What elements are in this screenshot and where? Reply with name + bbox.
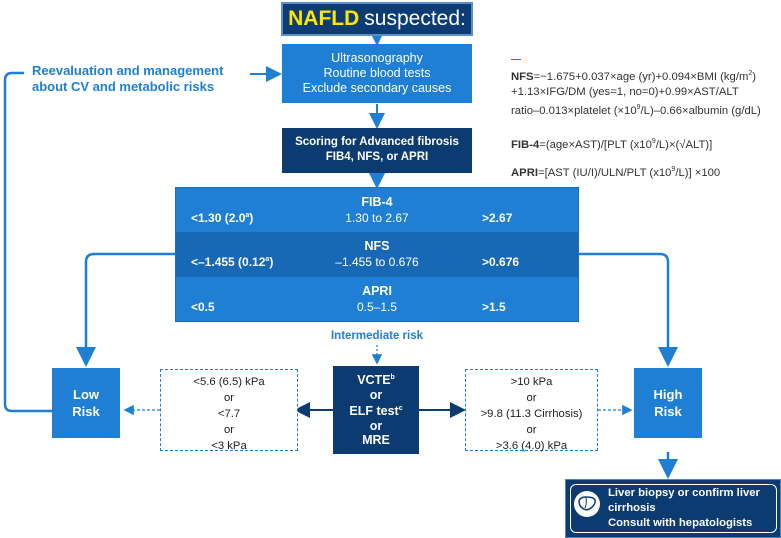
secondary-tests-box: VCTEb or ELF testc or MRE xyxy=(333,366,419,454)
diagnosis-box: Liver biopsy or confirm liver cirrhosis … xyxy=(565,479,781,538)
high-threshold-or: or xyxy=(526,424,537,436)
reevaluation-text: Reevaluation and management about CV and… xyxy=(32,63,262,95)
high-threshold-or: or xyxy=(526,392,537,404)
tests-or: or xyxy=(369,418,383,433)
diagnosis-line1: Liver biopsy or confirm liver xyxy=(608,487,760,499)
score-low: <–1.455 (0.12a) xyxy=(191,255,274,269)
high-threshold: >3.6 (4.0) kPa xyxy=(495,440,568,452)
initial-workup-box: Ultrasonography Routine blood tests Excl… xyxy=(282,44,472,103)
diagnosis-line3: Consult with hepatologists xyxy=(608,517,753,529)
formula-divider xyxy=(511,59,521,60)
apri-formula: APRI=[AST (IU/I)/ULN/PLT (x109/L)] ×100 xyxy=(511,166,721,179)
score-mid: –1.455 to 0.676 xyxy=(335,255,419,269)
score-high: >0.676 xyxy=(482,255,520,269)
score-mid: 1.30 to 2.67 xyxy=(345,211,409,225)
workup-line2: Routine blood tests xyxy=(323,66,431,80)
nfs-formula-line3: ratio–0.013×platelet (×109/L)–0.66×album… xyxy=(511,103,761,117)
high-thresholds-box: >10 kPa or >9.8 (11.3 Cirrhosis) or >3.6… xyxy=(465,369,598,452)
score-band-nfs: NFS <–1.455 (0.12a) –1.455 to 0.676 >0.6… xyxy=(176,232,578,277)
score-name: FIB-4 xyxy=(361,195,393,209)
liver-icon xyxy=(574,491,600,517)
low-threshold-or: or xyxy=(223,424,235,436)
arrow-table-to-low xyxy=(76,252,176,367)
nfs-formula-line2: +1.13×IFG/DM (yes=1, no=0)+0.99×AST/ALT xyxy=(511,85,739,98)
high-risk-line1: High xyxy=(653,387,683,402)
tests-or: or xyxy=(369,387,383,402)
score-mid: 0.5–1.5 xyxy=(356,300,398,314)
score-low: <0.5 xyxy=(191,300,215,314)
high-threshold: >9.8 (11.3 Cirrhosis) xyxy=(480,408,583,420)
score-high: >1.5 xyxy=(482,300,506,314)
low-thresholds-box: <5.6 (6.5) kPa or <7.7 or <3 kPa xyxy=(160,369,298,452)
low-risk-line2: Risk xyxy=(72,404,100,419)
low-risk-line1: Low xyxy=(73,387,99,402)
score-high: >2.67 xyxy=(482,211,513,225)
fib4-formula: FIB-4=(age×AST)/[PLT (x109/L)×(√ALT)] xyxy=(511,138,713,151)
low-threshold: <3 kPa xyxy=(211,440,247,452)
intermediate-risk-label: Intermediate risk xyxy=(330,330,424,342)
score-name: APRI xyxy=(362,284,392,298)
arrow-table-to-high xyxy=(578,252,678,367)
title-rest: suspected: xyxy=(364,7,466,30)
workup-line3: Exclude secondary causes xyxy=(302,81,452,95)
mre-label: MRE xyxy=(362,433,390,448)
high-threshold: >10 kPa xyxy=(510,376,553,388)
score-band-fib4: FIB-4 <1.30 (2.0a) 1.30 to 2.67 >2.67 xyxy=(176,188,578,232)
scoring-box: Scoring for Advanced fibrosis FIB4, NFS,… xyxy=(282,128,472,173)
score-name: NFS xyxy=(364,239,390,253)
score-table: FIB-4 <1.30 (2.0a) 1.30 to 2.67 >2.67 NF… xyxy=(176,188,578,321)
high-risk-line2: Risk xyxy=(654,404,682,419)
low-threshold-or: or xyxy=(223,392,235,404)
title-highlight: NAFLD xyxy=(288,7,360,30)
score-low: <1.30 (2.0a) xyxy=(191,211,254,225)
vcte-label: VCTEb xyxy=(357,373,395,388)
nfs-formula: NFS=−1.675+0.037×age (yr)+0.094×BMI (kg/… xyxy=(511,66,761,119)
low-threshold: <7.7 xyxy=(217,408,241,420)
reevaluation-line1: Reevaluation and management xyxy=(32,63,224,78)
low-threshold: <5.6 (6.5) kPa xyxy=(193,376,265,388)
diagnosis-text: Liver biopsy or confirm liver cirrhosis … xyxy=(608,486,773,531)
diagnosis-line2: cirrhosis xyxy=(608,502,656,514)
elf-label: ELF testc xyxy=(349,404,403,419)
scoring-line1: Scoring for Advanced fibrosis xyxy=(295,136,459,148)
score-band-apri: APRI <0.5 0.5–1.5 >1.5 xyxy=(176,277,578,321)
workup-line1: Ultrasonography xyxy=(331,51,423,65)
nfs-formula-line1: NFS=−1.675+0.037×age (yr)+0.094×BMI (kg/… xyxy=(511,70,757,83)
scoring-line2: FIB4, NFS, or APRI xyxy=(325,151,429,163)
reevaluation-line2: about CV and metabolic risks xyxy=(32,79,215,94)
loop-low-to-reeval xyxy=(3,71,52,413)
title-box: NAFLD suspected: xyxy=(281,2,473,36)
diagnosis-inner-frame xyxy=(570,484,777,533)
